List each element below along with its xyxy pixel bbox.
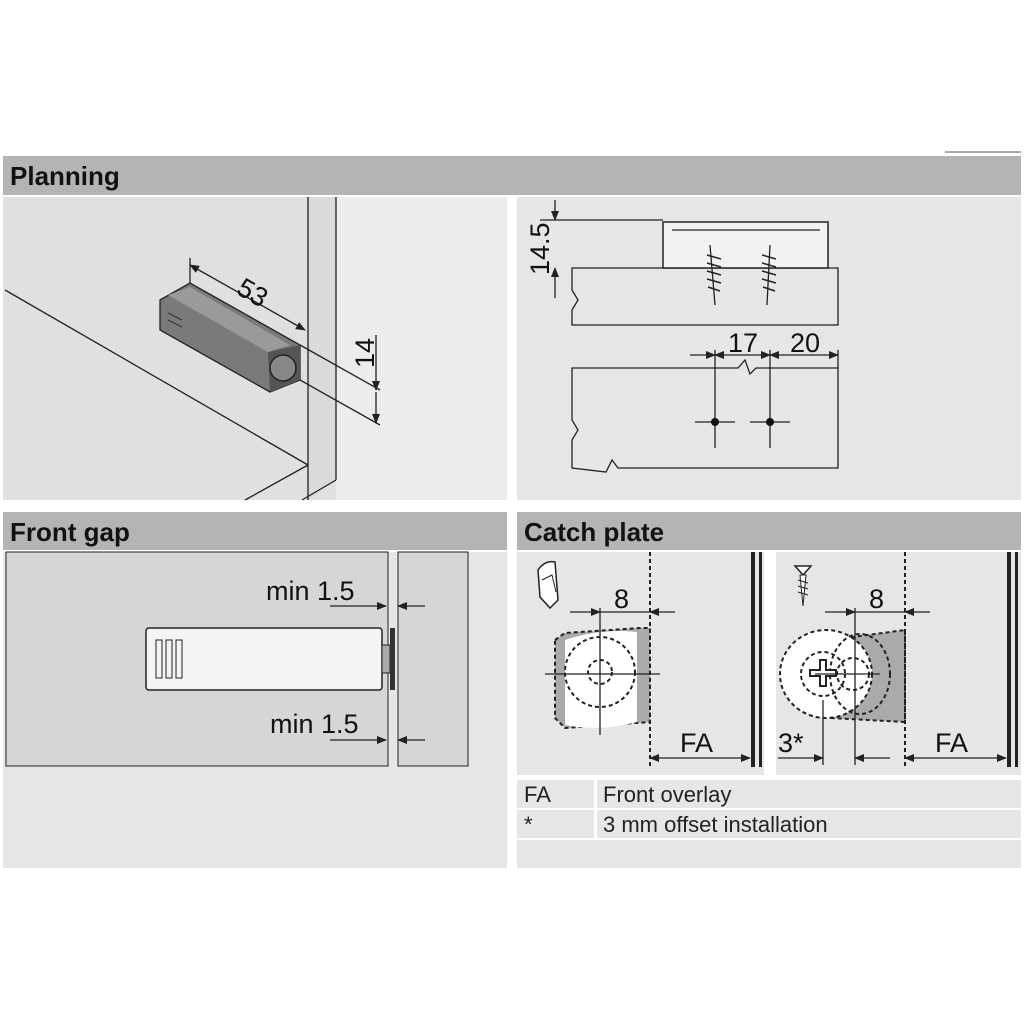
left-fa-label: FA <box>680 728 713 758</box>
catch-plate-title: Catch plate <box>524 517 664 547</box>
planning-views-panel: 14.5 17 20 <box>517 197 1021 500</box>
dim-spacing-label: 17 <box>728 328 758 358</box>
offset-label: 3* <box>778 728 804 758</box>
planning-isometric-panel: 53 14 <box>3 197 507 501</box>
front-gap-section: Front gap min 1.5 min 1.5 <box>3 512 507 868</box>
planning-title: Planning <box>10 161 120 191</box>
right-fa-label: FA <box>935 728 968 758</box>
catch-plate-section: Catch plate 8 FA <box>517 512 1021 775</box>
dim-height-label: 14 <box>350 338 380 368</box>
legend-value: 3 mm offset installation <box>603 812 828 837</box>
legend-key: * <box>524 812 533 837</box>
catch-top-view <box>145 627 395 691</box>
gap-bottom-label: min 1.5 <box>270 709 359 739</box>
legend-value: Front overlay <box>603 782 731 807</box>
dim-top-label: 14.5 <box>525 222 555 275</box>
left-dim-label: 8 <box>614 584 629 614</box>
catch-side-view <box>662 221 829 269</box>
planning-header: Planning <box>3 156 1021 195</box>
screw-icon <box>793 565 813 607</box>
front-gap-title: Front gap <box>10 517 130 547</box>
legend-table: FA Front overlay * 3 mm offset installat… <box>517 780 1021 868</box>
gap-top-label: min 1.5 <box>266 576 355 606</box>
legend-key: FA <box>524 782 551 807</box>
right-dim-label: 8 <box>869 584 884 614</box>
adhesive-icon <box>537 560 559 610</box>
dim-edge-label: 20 <box>790 328 820 358</box>
